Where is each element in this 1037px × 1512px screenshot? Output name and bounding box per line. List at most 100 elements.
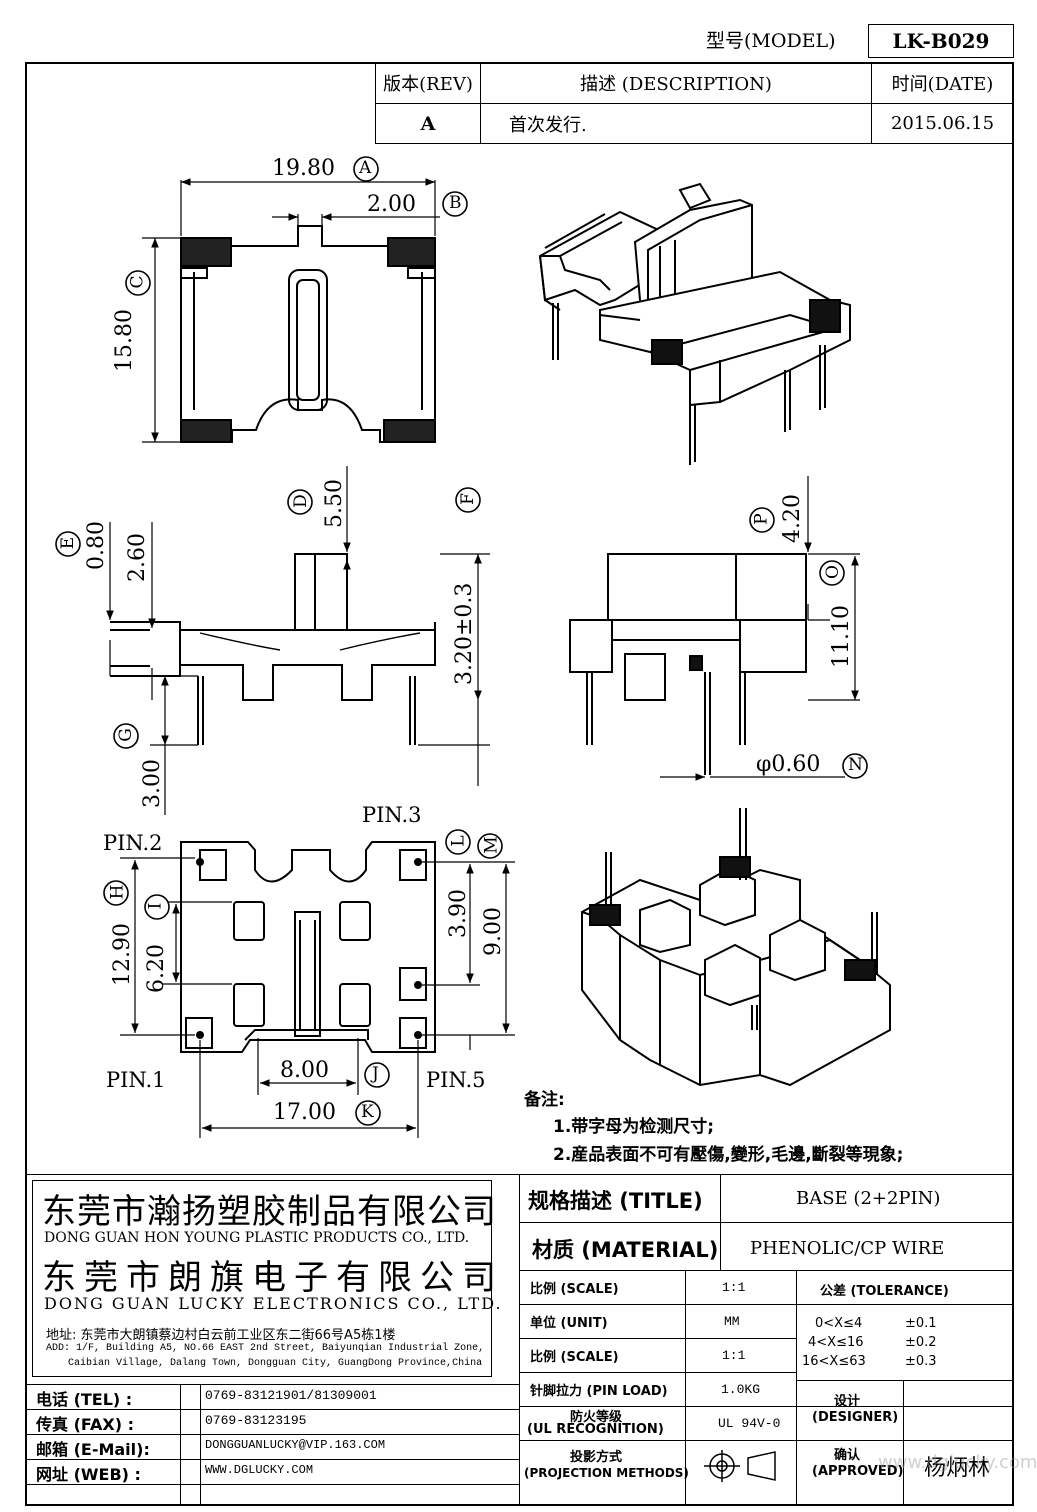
dim-value-i: 6.20 — [144, 944, 169, 993]
date-value: 2015.06.15 — [871, 103, 1014, 144]
dim-letter-l: L — [448, 835, 469, 847]
dim-value-j: 8.00 — [280, 1058, 329, 1083]
dim-circle-a — [353, 156, 379, 182]
note-item-1: 1.带字母为检测尺寸; — [553, 1117, 715, 1137]
dim-letter-p: P — [751, 513, 772, 525]
contact-email-label: 邮箱 (E-Mail): — [36, 1440, 150, 1459]
contact-email-value[interactable]: DONGGUANLUCKY@VIP.163.COM — [205, 1438, 386, 1452]
dim-value-n: φ0.60 — [756, 752, 821, 777]
dim-letter-j: J — [372, 1064, 379, 1084]
spec-proj-label-2: (PROJECTION METHODS) — [524, 1466, 689, 1480]
dim-letter-h: H — [107, 884, 128, 900]
dim-circle-c — [125, 270, 151, 296]
tol-value-1: ±0.1 — [905, 1316, 937, 1331]
spec-tolerance-label: 公差 (TOLERANCE) — [820, 1284, 949, 1299]
dim-circle-e — [55, 531, 81, 557]
iso-view-bottom — [581, 808, 891, 1087]
dim-circle-f — [455, 487, 481, 513]
company-name-cn-1: 东莞市瀚扬塑胶制品有限公司 — [42, 1192, 497, 1232]
top-view — [180, 225, 436, 443]
spec-unit-value: MM — [724, 1314, 740, 1329]
dim-circle-i — [144, 894, 170, 920]
dim-letter-f: F — [457, 493, 478, 505]
watermark: www.dglucky.com — [878, 1452, 1037, 1473]
spec-scale2-value: 1:1 — [722, 1348, 746, 1363]
dim-letter-m: M — [481, 836, 502, 854]
tol-range-1: 0<X≤4 — [815, 1316, 863, 1331]
dim-value-m: 9.00 — [481, 907, 506, 956]
spec-scale-value: 1:1 — [722, 1280, 746, 1295]
tol-range-2: 4<X≤16 — [808, 1335, 864, 1350]
side-view — [569, 553, 807, 775]
spec-proj-label-1: 投影方式 — [570, 1450, 623, 1465]
iso-view-top — [538, 182, 851, 465]
tol-value-2: ±0.2 — [905, 1335, 937, 1350]
company-address-cn: 地址: 东莞市大朗镇蔡边村白云前工业区东二街66号A5栋1楼 — [46, 1328, 396, 1343]
contact-web-value[interactable]: WWW.DGLUCKY.COM — [205, 1463, 314, 1477]
spec-unit-label: 单位 (UNIT) — [530, 1316, 608, 1331]
dim-value-f: 3.20±0.3 — [452, 582, 477, 685]
dim-circle-o — [819, 560, 845, 586]
bottom-view — [180, 841, 436, 1053]
company-address-en-1: ADD: 1/F, Building A5, NO.66 EAST 2nd St… — [46, 1343, 485, 1354]
dim-value-e2: 2.60 — [125, 533, 150, 582]
contact-tel-label: 电话 (TEL) : — [36, 1390, 133, 1409]
spec-ul-label-2: (UL RECOGNITION) — [527, 1422, 664, 1437]
front-view — [110, 553, 436, 745]
dim-value-b: 2.00 — [367, 192, 416, 217]
dim-value-d: 5.50 — [322, 479, 347, 528]
dim-letter-n: N — [848, 755, 863, 775]
spec-scale2-label: 比例 (SCALE) — [530, 1350, 619, 1365]
pin1-label: PIN.1 — [106, 1068, 166, 1092]
dim-letter-e: E — [58, 536, 79, 550]
tol-value-3: ±0.3 — [905, 1354, 937, 1369]
spec-title-value: BASE (2+2PIN) — [796, 1188, 941, 1209]
company-name-en-1: DONG GUAN HON YOUNG PLASTIC PRODUCTS CO.… — [44, 1230, 470, 1246]
pin3-label: PIN.3 — [362, 803, 422, 827]
dim-letter-a: A — [359, 158, 372, 178]
dim-letter-o: O — [822, 565, 843, 579]
dim-letter-d: D — [290, 494, 311, 508]
approved-label-2: (APPROVED) — [812, 1464, 904, 1479]
pin5-label: PIN.5 — [426, 1068, 486, 1092]
contact-fax-value: 0769-83123195 — [205, 1413, 307, 1428]
model-value: LK-B029 — [868, 24, 1014, 58]
tol-range-3: 16<X≤63 — [802, 1354, 866, 1369]
spec-ul-label-1: 防火等级 — [570, 1410, 623, 1425]
spec-pinload-label: 针脚拉力 (PIN LOAD) — [530, 1384, 668, 1399]
dim-value-k: 17.00 — [273, 1100, 336, 1125]
company-address-en-2: Caibian Village, Dalang Town, Dongguan C… — [68, 1358, 483, 1369]
model-label: 型号(MODEL) — [706, 30, 836, 52]
designer-label-1: 设计 — [834, 1394, 861, 1409]
contact-web-label: 网址 (WEB) : — [36, 1465, 141, 1484]
company-box — [32, 1180, 492, 1377]
spec-ul-value: UL 94V-0 — [718, 1416, 781, 1431]
spec-title-label: 规格描述 (TITLE) — [528, 1189, 703, 1213]
spec-pinload-value: 1.0KG — [721, 1382, 761, 1397]
dim-circle-g — [113, 723, 139, 749]
dim-value-e: 0.80 — [84, 521, 109, 570]
dim-value-a: 19.80 — [272, 156, 335, 181]
spec-scale-label: 比例 (SCALE) — [530, 1282, 619, 1297]
dim-value-h: 12.90 — [110, 923, 135, 986]
notes-title: 备注: — [524, 1090, 565, 1110]
designer-label-2: (DESIGNER) — [812, 1410, 899, 1425]
dim-value-p: 4.20 — [780, 494, 805, 543]
dim-circle-n — [842, 753, 868, 779]
dim-circle-m — [477, 833, 503, 859]
spec-material-value: PHENOLIC/CP WIRE — [750, 1238, 945, 1259]
company-name-en-2: DONG GUAN LUCKY ELECTRONICS CO., LTD. — [44, 1294, 503, 1313]
dim-circle-b — [442, 191, 468, 217]
dim-circle-k — [355, 1100, 381, 1126]
dim-circle-j — [364, 1062, 390, 1088]
approved-label-1: 确认 — [834, 1448, 861, 1463]
dim-letter-g: G — [115, 728, 136, 742]
contact-tel-value: 0769-83121901/81309001 — [205, 1388, 377, 1403]
pin2-label: PIN.2 — [103, 831, 163, 855]
dim-circle-h — [103, 880, 129, 906]
spec-material-label: 材质 (MATERIAL) — [532, 1238, 719, 1262]
dim-value-c: 15.80 — [112, 309, 137, 372]
contact-fax-label: 传真 (FAX) : — [36, 1415, 134, 1434]
company-name-cn-2: 东莞市朗旗电子有限公司 — [42, 1258, 504, 1298]
